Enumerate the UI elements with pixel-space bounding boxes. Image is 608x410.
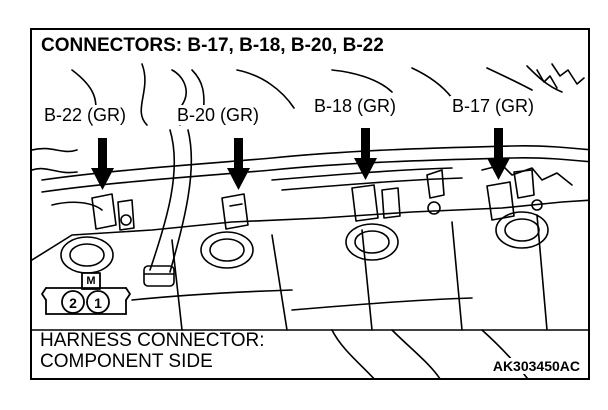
arrow-b17 xyxy=(487,128,510,180)
diagram-frame: CONNECTORS: B-17, B-18, B-20, B-22 B-22 … xyxy=(30,28,590,380)
connector-pin-2: 2 xyxy=(69,295,77,311)
connector-symbol xyxy=(41,272,131,315)
arrow-b20 xyxy=(227,138,250,190)
connector-marker: M xyxy=(86,275,96,287)
coil-connector-b22 xyxy=(91,193,135,231)
pointer-arrows xyxy=(91,128,510,190)
diagram-title: CONNECTORS: B-17, B-18, B-20, B-22 xyxy=(38,35,387,56)
harness-note: HARNESS CONNECTOR: COMPONENT SIDE xyxy=(38,330,267,372)
coil-connector-b20 xyxy=(221,193,249,230)
background-hoses xyxy=(32,63,585,174)
engine-illustration xyxy=(32,63,588,378)
arrow-b22 xyxy=(91,138,114,190)
connector-label-b17: B-17 (GR) xyxy=(450,96,537,116)
harness-note-line2: COMPONENT SIDE xyxy=(40,351,213,372)
figure-code: AK303450AC xyxy=(490,358,582,374)
harness-note-line1: HARNESS CONNECTOR: xyxy=(40,330,265,351)
coil-connector-b17 xyxy=(486,169,543,221)
connector-pin-1: 1 xyxy=(94,295,102,311)
coil-connector-b18 xyxy=(351,169,445,222)
arrow-b18 xyxy=(354,128,377,180)
wiring-harness xyxy=(41,145,588,211)
vertical-hose xyxy=(143,129,193,287)
cylinder-head xyxy=(32,199,588,378)
connector-label-b22: B-22 (GR) xyxy=(42,105,129,125)
connector-label-b18: B-18 (GR) xyxy=(312,96,399,116)
connector-label-b20: B-20 (GR) xyxy=(175,105,262,125)
